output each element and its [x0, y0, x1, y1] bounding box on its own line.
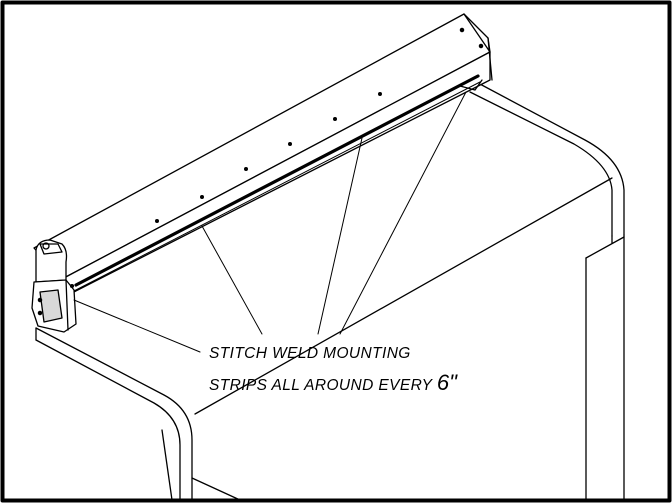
dimension-label: 6": [436, 370, 457, 395]
leader-lines: [73, 91, 467, 353]
annotation-line-1: STITCH WELD MOUNTING: [209, 345, 411, 362]
annotation-text: STRIPS ALL AROUND EVERY: [209, 377, 433, 394]
mounting-channel: [33, 13, 493, 297]
counter-body: [35, 82, 625, 501]
leader-line: [339, 91, 467, 335]
leader-line: [201, 225, 263, 335]
annotation-line-2: STRIPS ALL AROUND EVERY 6": [209, 370, 457, 396]
leader-line: [317, 137, 363, 335]
leader-line: [73, 299, 201, 353]
end-closer-unit: [31, 239, 77, 333]
